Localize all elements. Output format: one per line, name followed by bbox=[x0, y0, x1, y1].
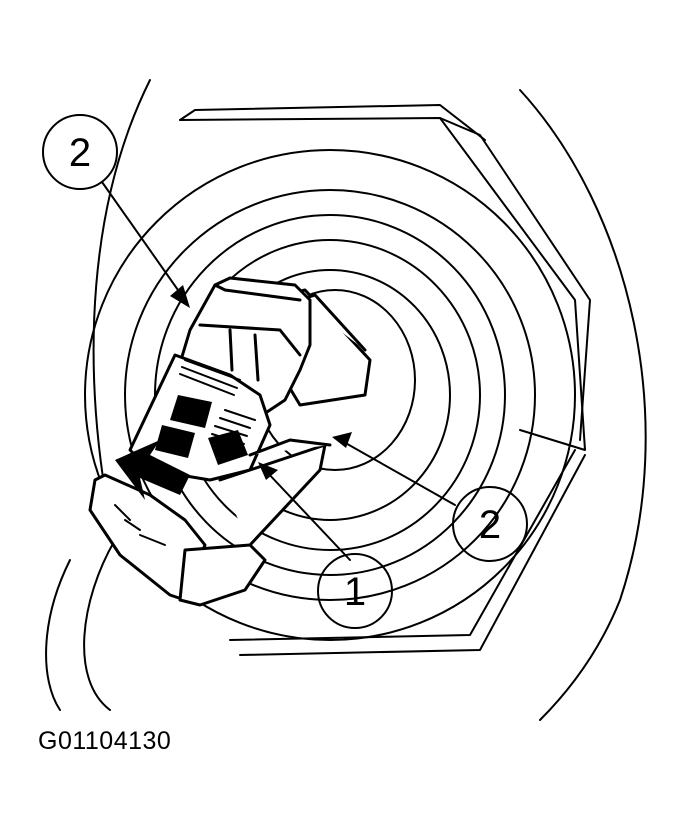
connector-ribs bbox=[114, 359, 256, 546]
leader-lines bbox=[101, 181, 456, 561]
removal-direction-arrow bbox=[115, 440, 190, 500]
figure-code: G01104130 bbox=[38, 727, 172, 755]
callout-circle-bottom bbox=[317, 553, 393, 629]
callout-number-right: 2 bbox=[479, 503, 501, 547]
outer-housing-arcs bbox=[45, 79, 647, 721]
callout-circle-right bbox=[452, 486, 528, 562]
concentric-rings bbox=[84, 149, 576, 641]
callout-number-upper-left: 2 bbox=[69, 131, 91, 175]
connector-slots bbox=[155, 395, 248, 465]
callout-circle-upper-left bbox=[42, 114, 118, 190]
leader-arrowheads bbox=[170, 285, 352, 480]
callout-number-bottom: 1 bbox=[344, 570, 366, 614]
